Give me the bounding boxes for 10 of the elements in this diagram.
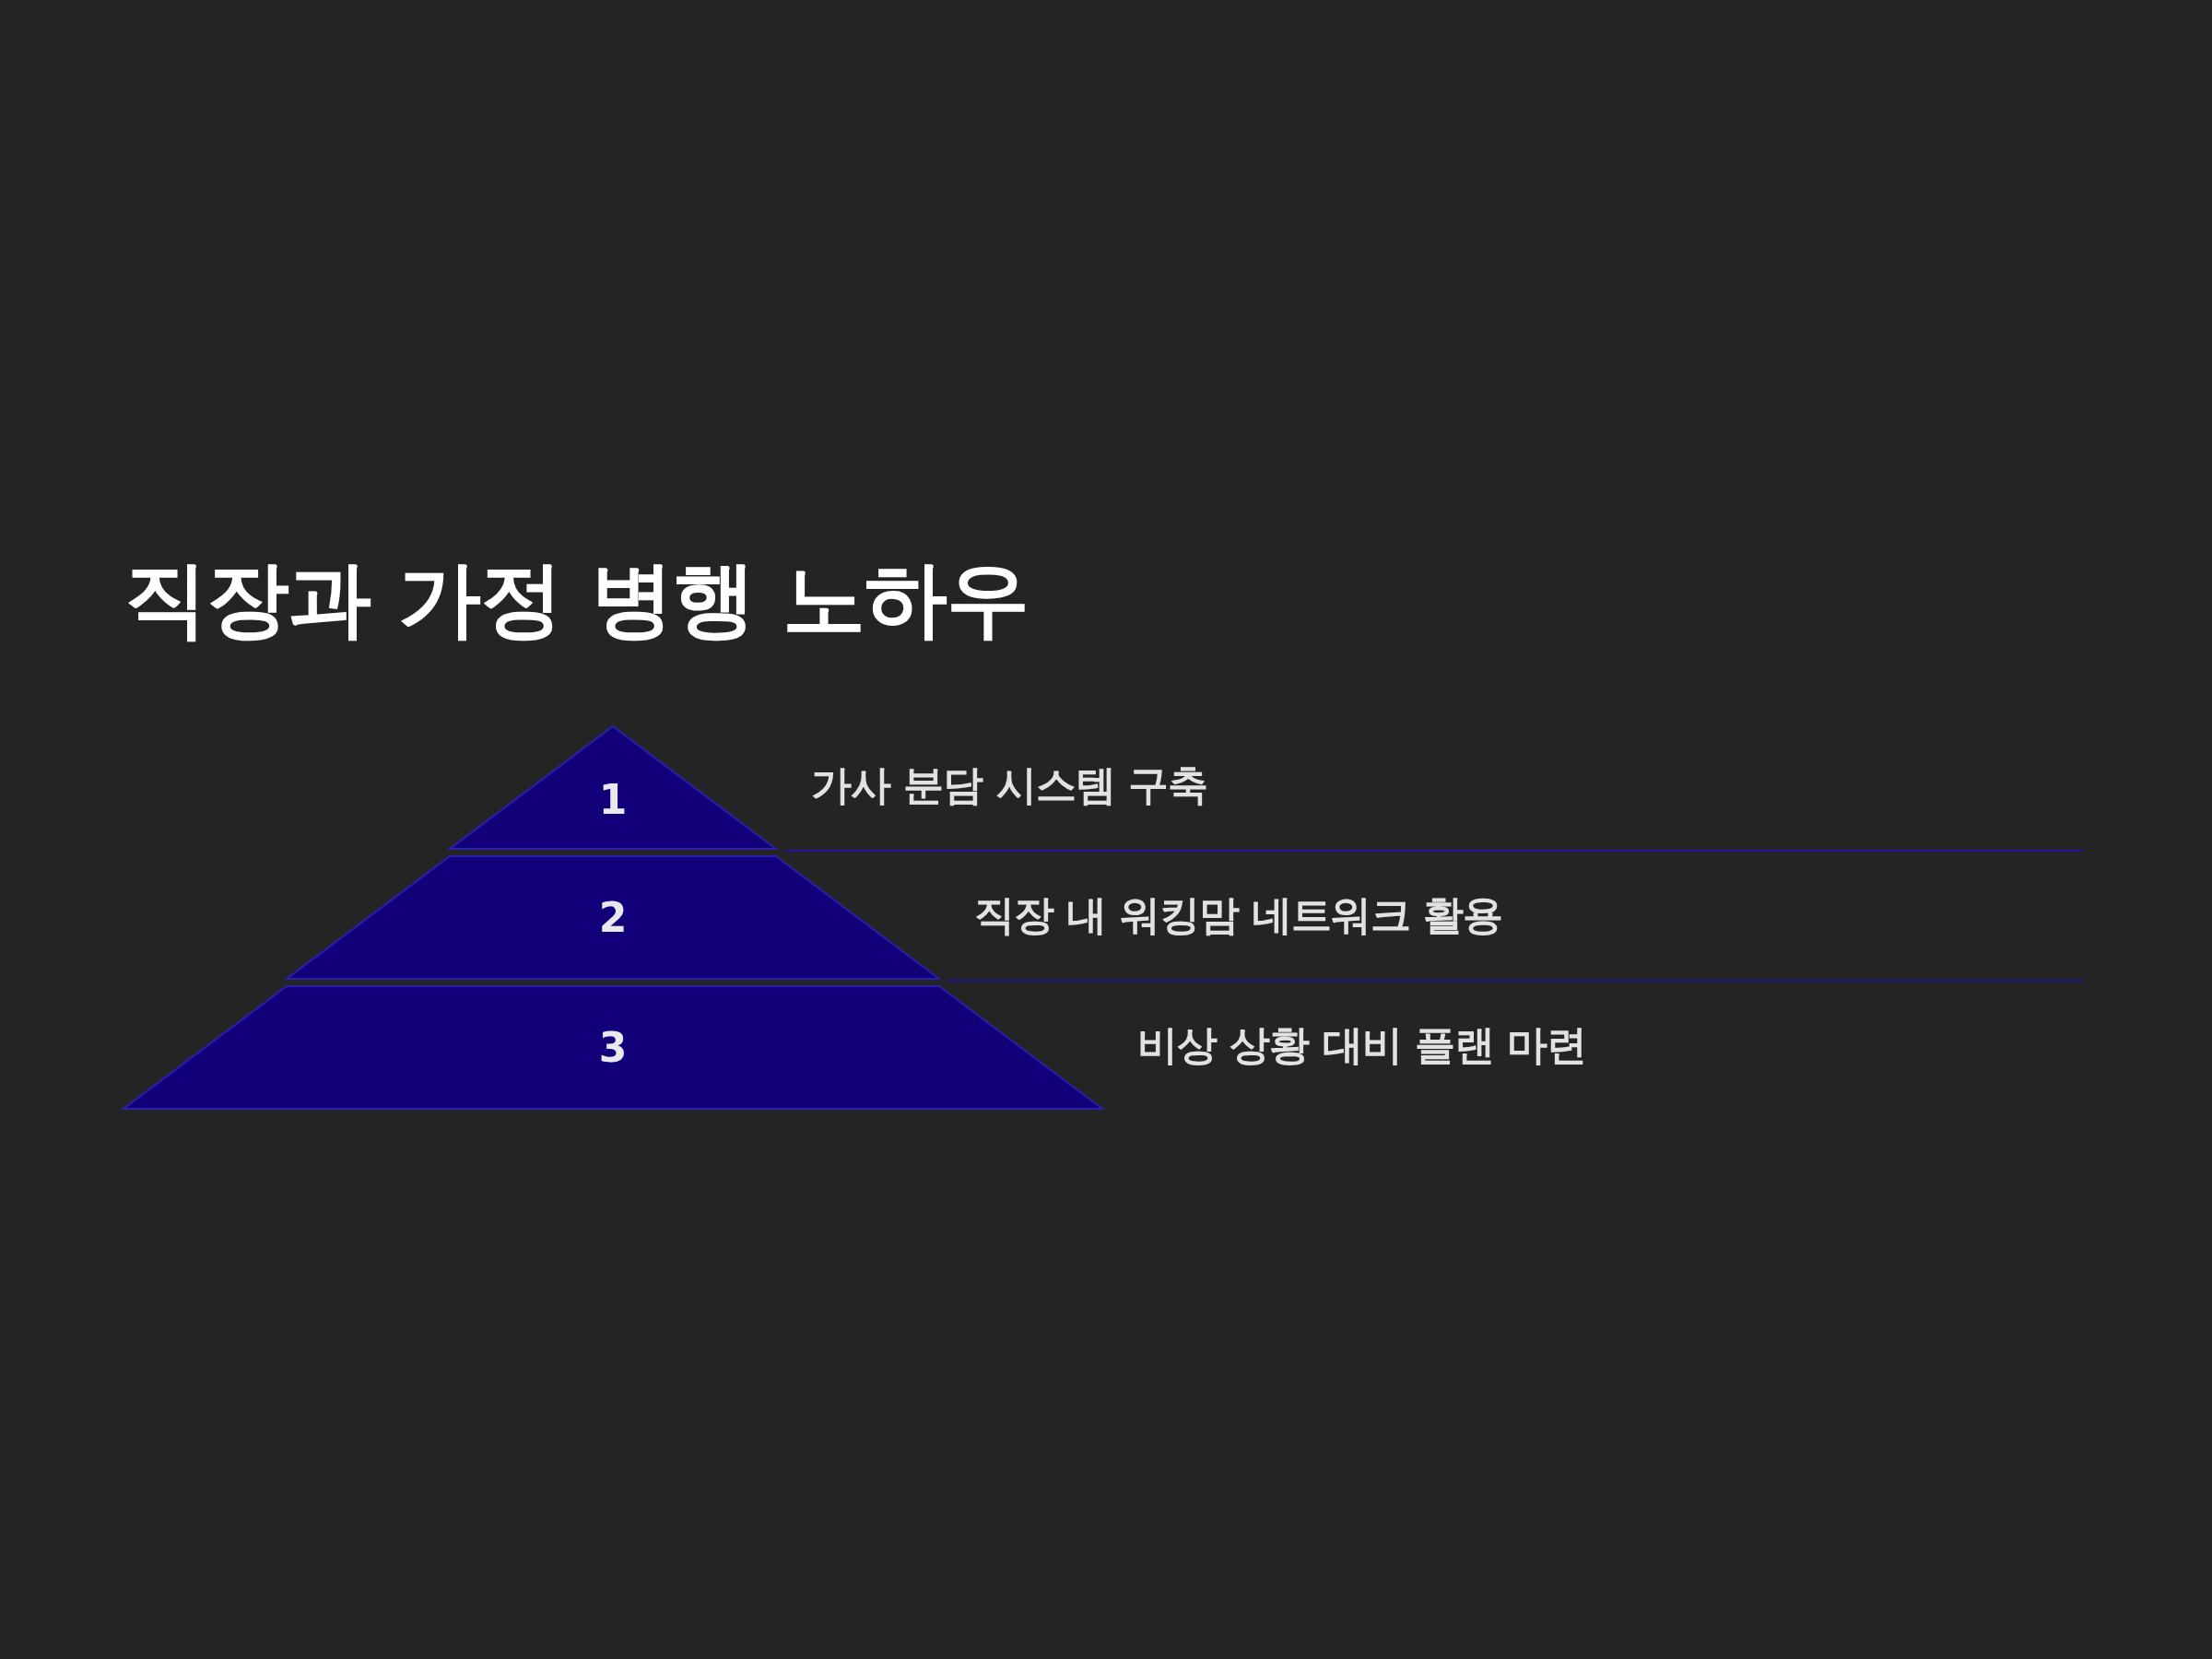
- pyramid-tier: [124, 986, 1102, 1109]
- pyramid-tier: [287, 856, 939, 979]
- tier-number: 2: [598, 895, 628, 940]
- tier-label: 비상 상황 대비 플랜 마련: [1137, 1021, 1588, 1068]
- tier-label: 가사 분담 시스템 구축: [811, 761, 1208, 808]
- tier-number: 3: [598, 1025, 628, 1070]
- pyramid-tier: [450, 726, 776, 849]
- title: 직장과 가정 병행 노하우: [124, 553, 1030, 644]
- tier-number: 1: [598, 777, 628, 822]
- tier-label: 직장 내 워킹맘 네트워크 활용: [974, 891, 1504, 938]
